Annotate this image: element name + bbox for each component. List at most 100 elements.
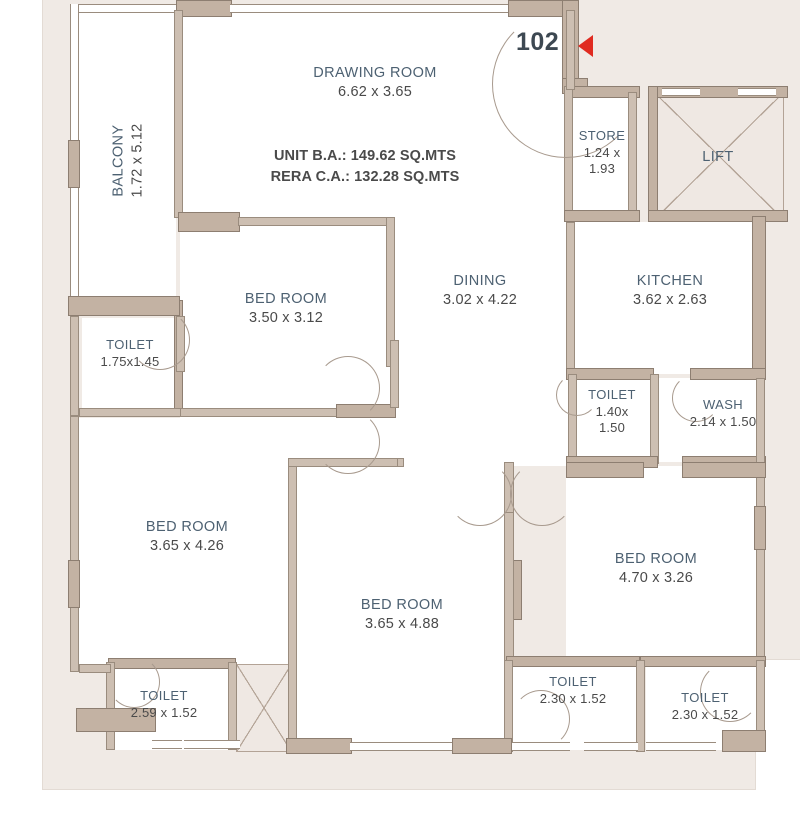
room-name: BED ROOM bbox=[145, 519, 229, 535]
unit-area-statement: UNIT B.A.: 149.62 SQ.MTS RERA C.A.: 132.… bbox=[230, 146, 500, 188]
room-dimension: 3.65 x 4.26 bbox=[150, 537, 224, 554]
label-balcony: BALCONY 1.72 x 5.12 bbox=[109, 81, 146, 241]
wall-left-exterior-lower bbox=[70, 416, 79, 672]
room-name: DINING bbox=[453, 273, 507, 289]
room-fill-bedroom-4 bbox=[566, 466, 760, 656]
room-name: BED ROOM bbox=[360, 597, 444, 613]
door-arc-toilet-bc bbox=[512, 690, 570, 748]
room-dimension: 1.72 x 5.12 bbox=[129, 123, 145, 198]
room-dimension: 2.30 x 1.52 bbox=[671, 706, 739, 722]
wall-balcony-divider bbox=[174, 10, 183, 218]
entry-arrow-icon bbox=[578, 35, 593, 57]
label-dining: DINING 3.02 x 4.22 bbox=[400, 272, 560, 309]
door-arc-bedroom1 bbox=[316, 356, 380, 420]
wall-bedroom2-bottom-pier bbox=[76, 708, 156, 732]
room-fill-corridor-mid bbox=[392, 410, 572, 466]
wall-lift-bottom bbox=[648, 210, 788, 222]
label-toilet-mid: TOILET 1.40x 1.50 bbox=[572, 387, 652, 437]
wall-store-bottom bbox=[564, 210, 640, 222]
room-name: TOILET bbox=[588, 387, 636, 402]
room-name: KITCHEN bbox=[636, 273, 704, 289]
wall-lift-door-left bbox=[662, 88, 700, 96]
room-fill-kitchen bbox=[570, 222, 758, 374]
room-dimension: 1.75x1.45 bbox=[100, 353, 160, 369]
wall-bottom-pier-shaft bbox=[286, 738, 352, 754]
room-dimension: 3.62 x 2.63 bbox=[633, 291, 707, 308]
room-name: TOILET bbox=[140, 688, 188, 703]
room-name: TOILET bbox=[549, 674, 597, 689]
wall-bottom-window-2 bbox=[184, 740, 240, 749]
room-fill-balcony bbox=[78, 4, 176, 309]
wall-corridor-left-vert bbox=[390, 340, 399, 408]
wall-toilet-row-top-right bbox=[640, 656, 766, 667]
wall-bedroom4-top-right bbox=[682, 462, 766, 478]
wall-bedroom4-pier-right bbox=[754, 506, 766, 550]
wall-top-pier-1 bbox=[176, 0, 232, 17]
room-name: DRAWING ROOM bbox=[313, 65, 437, 81]
room-dimension: 2.30 x 1.52 bbox=[539, 690, 607, 706]
wall-top-window-left bbox=[74, 4, 184, 13]
room-name: WASH bbox=[702, 397, 744, 412]
label-toilet-bottom-right: TOILET 2.30 x 1.52 bbox=[646, 690, 764, 723]
wall-bedroom4-right bbox=[756, 466, 765, 664]
door-arc-bedroom1-lower bbox=[316, 410, 380, 474]
room-fill-bedroom-2 bbox=[78, 418, 292, 668]
label-toilet-left: TOILET 1.75x1.45 bbox=[82, 337, 178, 370]
lift-shaft bbox=[654, 92, 784, 220]
wall-left-pier-lower bbox=[68, 560, 80, 608]
label-bedroom-1: BED ROOM 3.50 x 3.12 bbox=[190, 290, 382, 327]
room-dimension: 1.40x bbox=[595, 403, 629, 419]
room-name: STORE bbox=[578, 128, 626, 143]
wall-lift-door-right bbox=[738, 88, 776, 96]
label-drawing-room: DRAWING ROOM 6.62 x 3.65 bbox=[275, 64, 475, 101]
room-dimension-cont: 1.93 bbox=[588, 161, 616, 177]
wall-kitchen-right bbox=[752, 216, 766, 376]
label-toilet-bottom-left: TOILET 2.59 x 1.52 bbox=[100, 688, 228, 721]
wall-bottom-pier-center bbox=[452, 738, 512, 754]
wall-balcony-door-lintel bbox=[178, 212, 240, 232]
wall-bedroom1-bottom bbox=[180, 408, 340, 417]
room-dimension: 2.14 x 1.50 bbox=[689, 413, 757, 429]
room-dimension: 6.62 x 3.65 bbox=[338, 83, 412, 100]
room-dimension-cont: 1.50 bbox=[598, 420, 626, 436]
room-name: BED ROOM bbox=[614, 551, 698, 567]
label-store: STORE 1.24 x 1.93 bbox=[560, 128, 644, 178]
label-bedroom-2: BED ROOM 3.65 x 4.26 bbox=[92, 518, 282, 555]
wall-corridor-center-lower bbox=[504, 512, 514, 662]
room-dimension: 3.50 x 3.12 bbox=[249, 309, 323, 326]
wall-toilet-bc-right bbox=[636, 660, 645, 752]
wall-balcony-pier-left bbox=[68, 140, 80, 188]
wall-lift-left bbox=[648, 86, 658, 222]
wall-toilet-left-bottom bbox=[79, 408, 185, 417]
wall-left-exterior-upper bbox=[70, 316, 79, 416]
wall-bedroom3-left bbox=[288, 462, 297, 754]
room-dimension: 3.65 x 4.88 bbox=[365, 615, 439, 632]
room-name: LIFT bbox=[702, 149, 734, 165]
room-dimension: 4.70 x 3.26 bbox=[619, 569, 693, 586]
wall-bottom-window-5 bbox=[584, 742, 638, 751]
label-bedroom-4: BED ROOM 4.70 x 3.26 bbox=[560, 550, 752, 587]
unit-built-up-area: UNIT B.A.: 149.62 SQ.MTS bbox=[273, 148, 457, 164]
door-arc-wash bbox=[672, 374, 720, 422]
wall-toilet-bl-right bbox=[228, 662, 237, 750]
wall-bedroom2-bottom bbox=[79, 664, 111, 673]
unit-rera-carpet-area: RERA C.A.: 132.28 SQ.MTS bbox=[270, 169, 460, 186]
room-dimension: 1.24 x bbox=[583, 144, 621, 160]
wall-toilet-row-top-left bbox=[506, 656, 640, 667]
door-arc-toilet-left bbox=[130, 310, 190, 370]
label-kitchen: KITCHEN 3.62 x 2.63 bbox=[594, 272, 746, 309]
unit-number: 102 bbox=[516, 28, 560, 56]
label-wash: WASH 2.14 x 1.50 bbox=[668, 397, 778, 430]
door-arc-corridor-left bbox=[448, 462, 512, 526]
wall-bedroom4-top-left bbox=[566, 462, 644, 478]
door-arc-toilet-br bbox=[700, 662, 760, 722]
wall-toilet-bl-left bbox=[106, 662, 115, 750]
wall-kitchen-left bbox=[566, 222, 575, 374]
wall-bottom-window-6 bbox=[646, 742, 716, 751]
door-arc-toilet-mid bbox=[556, 374, 598, 416]
wall-toilet-br-pier bbox=[722, 730, 766, 752]
room-name: BALCONY bbox=[110, 124, 127, 197]
room-name: BED ROOM bbox=[244, 291, 328, 307]
service-shaft-bottom bbox=[236, 664, 292, 752]
